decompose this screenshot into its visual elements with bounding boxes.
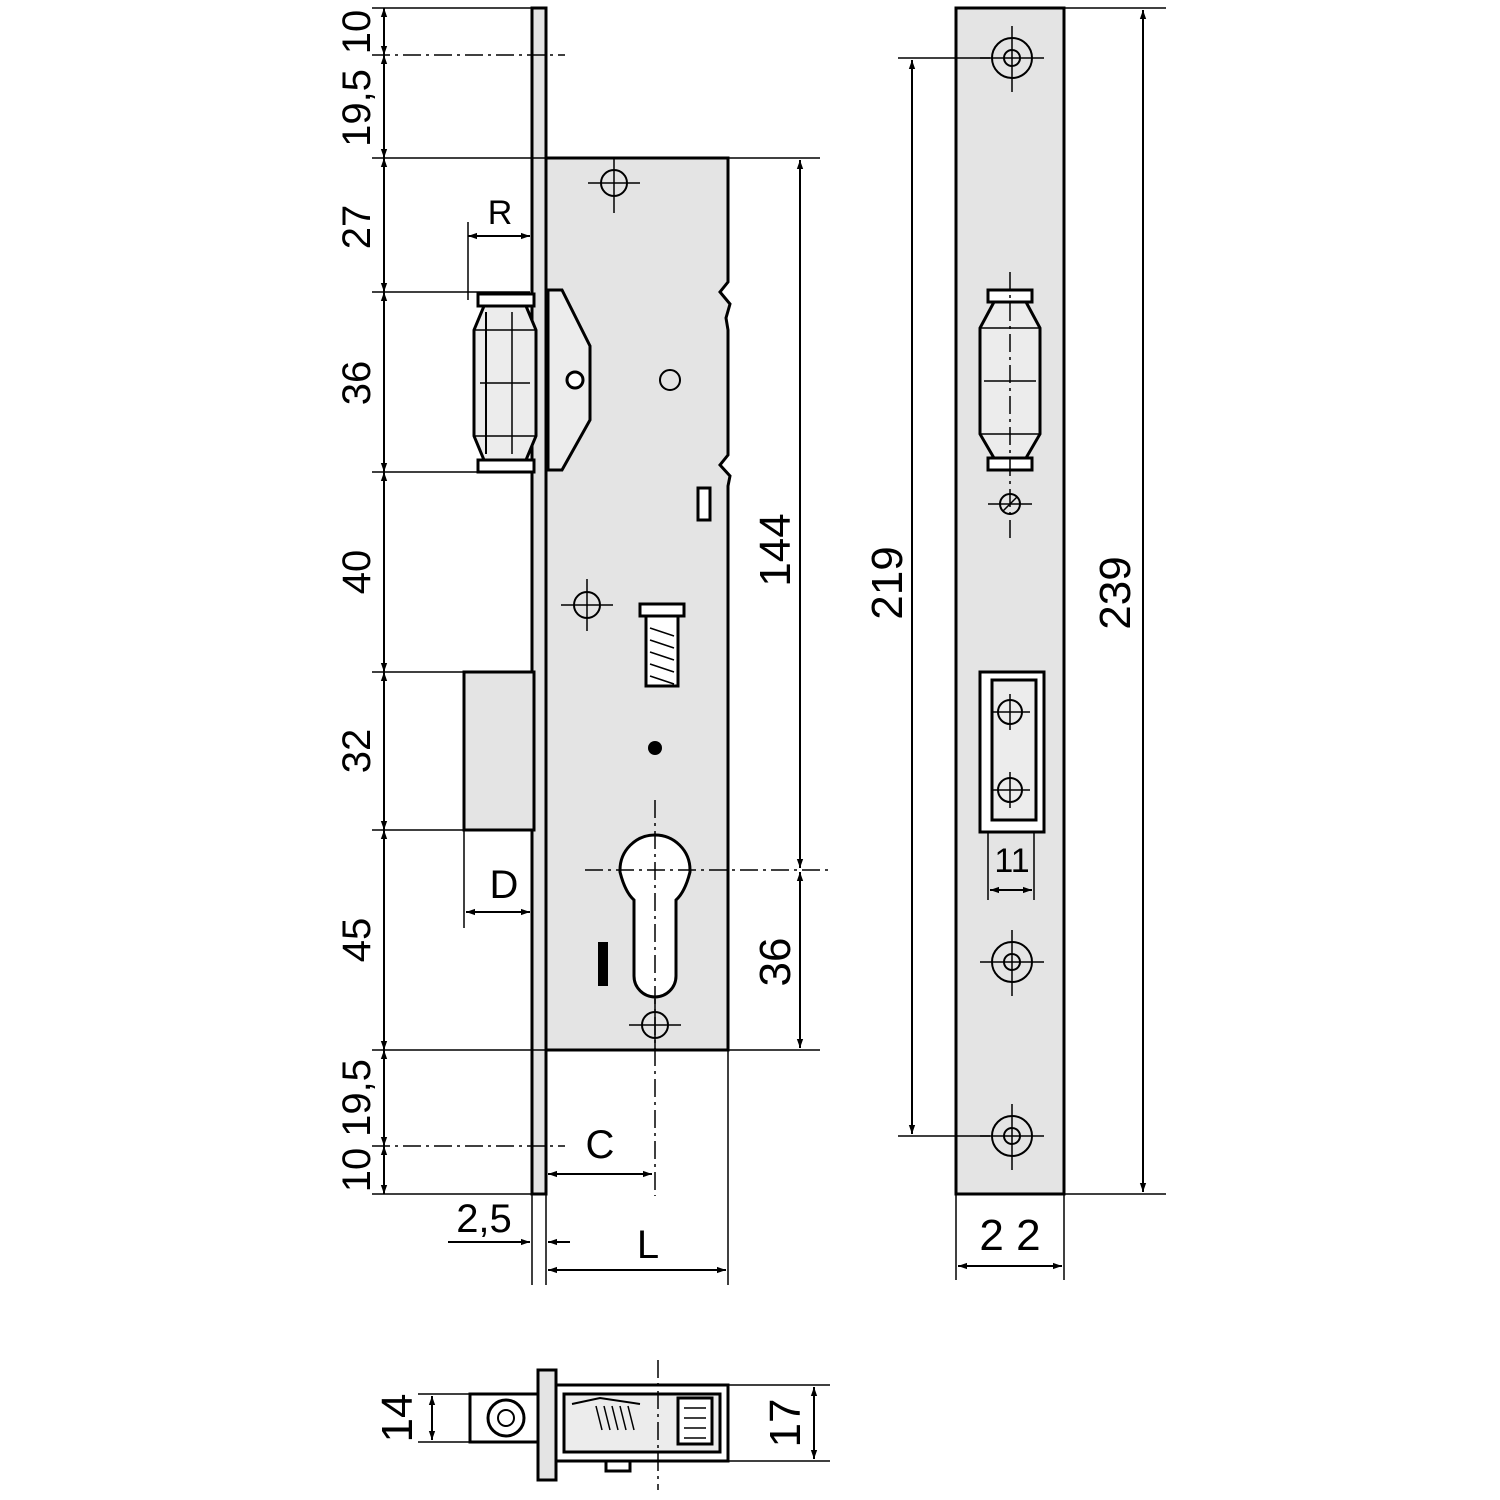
dim-label-c: C — [586, 1123, 615, 1167]
top-view: 14 17 — [373, 1360, 830, 1490]
dim-14: 14 — [373, 1393, 470, 1443]
case-screw-top — [588, 157, 640, 213]
deadbolt — [462, 670, 536, 832]
roller-latch — [472, 288, 592, 474]
dim-label-144: 144 — [751, 513, 800, 586]
side-view: 10 19,5 27 36 40 32 45 19,5 10 R D 144 3… — [335, 6, 828, 1285]
dim-label-17: 17 — [761, 1399, 810, 1448]
dim-label-27: 27 — [335, 205, 379, 250]
faceplate-front — [954, 6, 1066, 1196]
dim-label-36-latch: 36 — [335, 361, 379, 406]
dim-label-45: 45 — [335, 918, 379, 963]
case-screw-middle — [561, 579, 613, 631]
top-spring — [571, 1396, 641, 1431]
faceplate-screw-bottom — [980, 1104, 1044, 1170]
dim-219: 219 — [863, 57, 990, 1137]
faceplate-screw-middle — [980, 930, 1044, 996]
dim-label-32: 32 — [335, 729, 379, 774]
dim-label-2-5: 2,5 — [456, 1197, 512, 1241]
dim-label-19-5-bottom: 19,5 — [335, 1059, 379, 1137]
dim-label-l: L — [637, 1223, 659, 1267]
case-hole — [659, 369, 681, 391]
dim-239: 239 — [1064, 7, 1166, 1195]
dim-36-cylinder: 36 — [751, 872, 804, 1048]
dim-label-11: 11 — [994, 842, 1029, 880]
dim-d: D — [463, 830, 530, 928]
dim-label-d: D — [490, 863, 519, 907]
faceplate-screw-top — [980, 26, 1044, 92]
spring-block — [638, 602, 686, 688]
cylinder-mark — [598, 942, 608, 986]
top-roller — [486, 1398, 526, 1438]
dim-label-36-cylinder: 36 — [751, 938, 800, 987]
faceplate-side — [530, 6, 548, 1196]
spindle-dot — [648, 741, 662, 755]
dim-label-40: 40 — [335, 550, 379, 595]
faceplate-small-screw — [988, 493, 1032, 515]
dim-label-14: 14 — [373, 1394, 422, 1443]
dim-2-5: 2,5 — [448, 1194, 570, 1285]
dim-label-22: 2 2 — [979, 1211, 1040, 1260]
dim-label-219: 219 — [863, 546, 912, 619]
dim-r: R — [467, 194, 530, 300]
top-faceplate — [536, 1368, 558, 1482]
dim-label-10-bottom: 10 — [335, 1148, 379, 1193]
left-extension-lines — [372, 7, 820, 1195]
dim-144: 144 — [751, 160, 804, 868]
dim-label-239: 239 — [1091, 556, 1140, 629]
case-screw-bottom — [629, 999, 681, 1051]
case-slot — [696, 486, 712, 522]
dim-label-r: R — [488, 194, 513, 232]
dim-17: 17 — [728, 1384, 830, 1462]
lock-case — [544, 156, 732, 1052]
top-bolt-block — [676, 1396, 714, 1446]
faceplate-front-view: 11 219 239 — [863, 6, 1166, 1280]
dim-label-19-5-top: 19,5 — [335, 69, 379, 147]
faceplate-roller — [978, 272, 1042, 540]
dim-label-10-top: 10 — [335, 10, 379, 55]
dim-l: L — [548, 1050, 729, 1285]
dim-22: 2 2 — [955, 1194, 1065, 1280]
dim-c: C — [545, 1050, 652, 1285]
faceplate-bolt-slot: 11 — [978, 670, 1046, 900]
